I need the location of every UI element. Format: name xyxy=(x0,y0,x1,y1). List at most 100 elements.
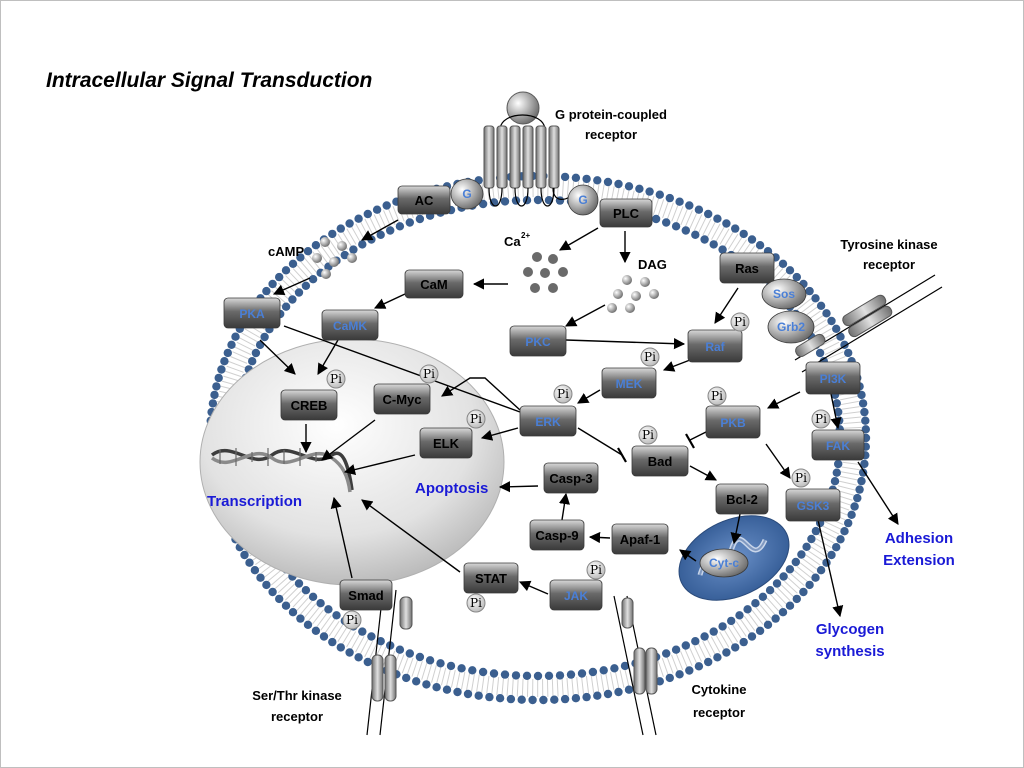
node-label-apaf1: Apaf-1 xyxy=(620,532,660,547)
membrane-bead xyxy=(694,662,704,671)
membrane-bead xyxy=(700,235,709,244)
membrane-bead xyxy=(758,592,768,601)
node-label-cytc: Cyt-c xyxy=(709,556,739,570)
phosphate-marker: Pi xyxy=(586,560,606,580)
membrane-bead xyxy=(603,177,613,187)
membrane-bead xyxy=(582,692,591,702)
adhesion-label-line1: Adhesion xyxy=(885,530,953,547)
phosphate-label: Pi xyxy=(590,563,602,577)
phosphate-circle xyxy=(553,384,573,404)
membrane-bead xyxy=(731,643,740,652)
phosphate-marker: Pi xyxy=(638,425,658,445)
membrane-bead xyxy=(811,294,820,303)
membrane-bead xyxy=(208,399,218,408)
membrane-bead xyxy=(718,245,727,254)
tyrosine-kinase-receptor-icon xyxy=(794,274,943,373)
membrane-bead xyxy=(857,476,866,486)
membrane-bead xyxy=(747,235,757,244)
node-creb: CREB xyxy=(280,389,338,421)
membrane-bead xyxy=(220,357,229,366)
serthr-label-line2: receptor xyxy=(271,709,323,724)
camp-label: cAMP xyxy=(268,244,304,259)
node-casp3: Casp-3 xyxy=(543,462,599,494)
phosphate-circle xyxy=(466,593,486,613)
node-elk: ELK xyxy=(419,427,473,459)
membrane-bead xyxy=(349,245,358,254)
node-bad: Bad xyxy=(631,445,689,477)
phosphate-label: Pi xyxy=(795,471,807,485)
phosphate-marker: Pi xyxy=(342,610,362,630)
membrane-bead xyxy=(223,348,232,358)
node-plc: PLC xyxy=(599,198,653,228)
membrane-bead xyxy=(550,695,559,704)
node-label-creb: CREB xyxy=(291,398,328,413)
transcription-label: Transcription xyxy=(207,493,302,510)
membrane-bead xyxy=(214,373,223,383)
node-camk: CaMK xyxy=(321,309,379,341)
membrane-bead xyxy=(709,240,718,249)
membrane-bead xyxy=(588,667,598,677)
phosphate-marker: Pi xyxy=(466,409,486,429)
membrane-bead xyxy=(832,324,841,333)
membrane-bead xyxy=(386,226,395,235)
tyrosine-label-line1: Tyrosine kinase xyxy=(840,237,937,252)
membrane-bead xyxy=(296,253,305,262)
membrane-bead xyxy=(763,620,773,629)
membrane-bead xyxy=(765,586,775,595)
node-box-cmyc xyxy=(373,383,431,415)
membrane-bead xyxy=(671,645,681,654)
node-box-bcl2 xyxy=(715,483,769,515)
cytokine-receptor-icon xyxy=(613,595,658,736)
membrane-bead xyxy=(517,695,526,704)
membrane-bead xyxy=(478,667,488,677)
node-pka: PKA xyxy=(223,297,281,329)
phosphate-marker: Pi xyxy=(811,409,831,429)
membrane-bead xyxy=(571,173,581,182)
membrane-bead xyxy=(268,587,277,597)
membrane-bead xyxy=(301,281,311,290)
membrane-bead xyxy=(354,653,363,662)
node-g2: G xyxy=(567,184,599,216)
node-box-gsk3 xyxy=(785,488,841,522)
membrane-bead xyxy=(485,692,494,702)
node-box-plc xyxy=(599,198,653,228)
membrane-bead xyxy=(340,250,349,260)
phosphate-label: Pi xyxy=(642,428,654,442)
node-label-plc: PLC xyxy=(613,206,640,221)
gpcr-receptor-icon xyxy=(483,91,576,207)
membrane-bead xyxy=(395,645,405,654)
membrane-bead xyxy=(785,266,795,275)
phosphate-label: Pi xyxy=(557,387,569,401)
membrane-bead xyxy=(336,224,345,233)
membrane-bead xyxy=(511,671,521,680)
membrane-bead xyxy=(853,493,862,503)
membrane-bead xyxy=(735,611,744,620)
phosphate-marker: Pi xyxy=(707,386,727,406)
node-box-raf xyxy=(687,329,743,363)
membrane-bead xyxy=(651,214,661,224)
membrane-bead xyxy=(308,592,318,601)
node-label-raf: Raf xyxy=(705,340,725,354)
node-shape-cytc xyxy=(699,548,749,578)
apoptosis-label: Apoptosis xyxy=(415,480,488,497)
node-box-creb xyxy=(280,389,338,421)
node-shape-grb2 xyxy=(767,310,815,344)
membrane-bead xyxy=(328,637,337,647)
membrane-bead xyxy=(665,193,674,203)
membrane-bead xyxy=(382,201,391,210)
node-label-gsk3: GSK3 xyxy=(797,499,830,513)
membrane-bead xyxy=(722,219,731,228)
membrane-bead xyxy=(834,459,843,469)
membrane-bead xyxy=(457,664,466,673)
node-stat: STAT xyxy=(463,562,519,594)
membrane-bead xyxy=(704,209,713,219)
serthr-kinase-receptor-icon xyxy=(366,589,413,736)
membrane-bead xyxy=(489,669,499,678)
membrane-bead xyxy=(415,652,425,662)
membrane-bead xyxy=(336,643,345,652)
membrane-bead xyxy=(785,565,795,574)
membrane-bead xyxy=(533,195,543,205)
membrane-bead xyxy=(363,209,372,219)
membrane-bead xyxy=(474,691,483,700)
membrane-bead xyxy=(713,214,722,223)
